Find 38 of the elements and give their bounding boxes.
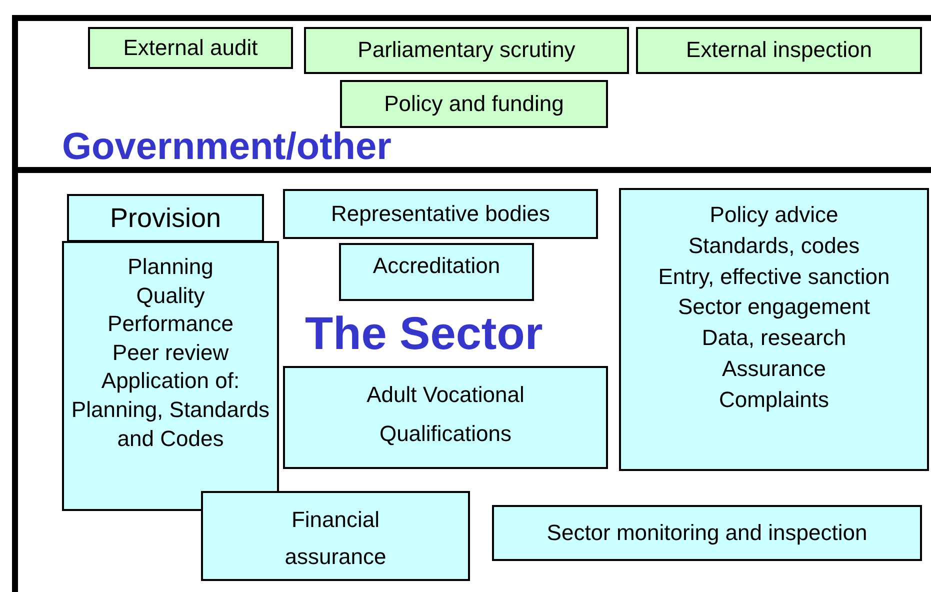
text-box: [636, 27, 922, 74]
box-label: Representative bodies: [331, 200, 550, 228]
box-label: External inspection: [686, 37, 872, 64]
box-label: Policy and funding: [384, 90, 564, 118]
section-band: [12, 15, 931, 173]
box-label: Assurance: [722, 354, 826, 383]
text-box: [492, 505, 922, 561]
box-label: Provision: [110, 202, 222, 234]
text-box: [339, 243, 534, 301]
box-label: Sector engagement: [678, 293, 870, 322]
text-box: [201, 491, 470, 581]
section-band: [12, 173, 931, 592]
text-box: [67, 194, 264, 242]
box-label: Performance: [108, 310, 234, 338]
box-label: Planning: [128, 253, 214, 281]
section-heading: Government/other: [62, 128, 392, 166]
box-label: Application of: Planning, Standards and Codes: [70, 367, 271, 453]
text-box: [283, 366, 608, 469]
box-label: External audit: [123, 34, 258, 62]
box-label: Data, research: [702, 324, 846, 352]
text-box: [619, 188, 929, 471]
text-box: [62, 241, 279, 511]
text-box: [340, 80, 608, 128]
box-label: Accreditation: [372, 253, 500, 280]
box-label: Entry, effective sanction: [658, 262, 890, 291]
text-box: [304, 27, 629, 74]
box-label: Quality: [136, 282, 205, 310]
section-heading: The Sector: [305, 310, 543, 356]
box-label: Adult Vocational Qualifications: [366, 381, 526, 448]
box-label: Complaints: [718, 386, 830, 414]
box-label: Sector monitoring and inspection: [546, 520, 868, 546]
box-label: Peer review: [112, 338, 229, 367]
text-box: [88, 27, 293, 69]
box-label: Financial assurance: [284, 506, 388, 572]
box-label: Parliamentary scrutiny: [358, 37, 576, 64]
box-label: Policy advice: [710, 201, 838, 229]
box-label: Standards, codes: [688, 232, 860, 260]
text-box: [283, 189, 598, 239]
